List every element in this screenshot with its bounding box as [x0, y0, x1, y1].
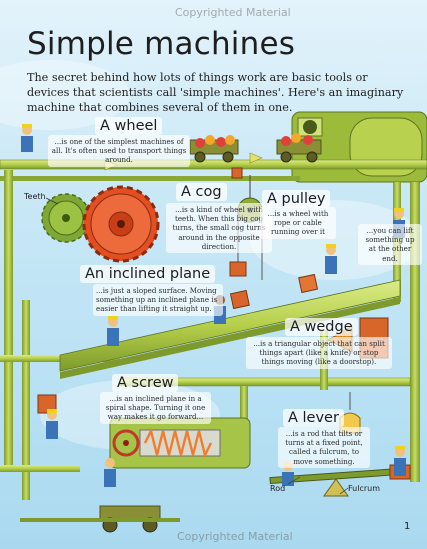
watermark: Copyrighted Material [175, 6, 291, 19]
pulley-description-end: ...you can lift something up at the othe… [358, 224, 422, 265]
worker [394, 446, 406, 476]
cart [20, 505, 180, 533]
worker [325, 244, 337, 274]
inclined-plane [59, 273, 401, 379]
screw-heading: A screw [112, 374, 179, 392]
wedge-description: ...is a triangular object that can split… [246, 337, 392, 369]
small-cog [41, 193, 91, 243]
fulcrum-label: Fulcrum [348, 484, 381, 493]
wedge-heading: A wedge [285, 318, 358, 336]
wheel-heading: A wheel [95, 117, 163, 135]
crate [231, 167, 243, 179]
cog-heading: A cog [176, 183, 227, 201]
inclined-plane-heading: An inclined plane [80, 265, 216, 283]
pulley-heading: A pulley [262, 190, 331, 208]
worker [104, 458, 116, 487]
lever-description: ...is a rod that tilts or turns at a fix… [278, 427, 370, 468]
lever-heading: A lever [283, 409, 344, 427]
page-number: 1 [404, 521, 411, 532]
screw-description: ...is an inclined plane in a spiral shap… [100, 392, 211, 424]
wagon [276, 133, 322, 163]
intro-paragraph: The secret behind how lots of things wor… [27, 71, 404, 114]
wheel-description: ...is one of the simplest machines of al… [48, 135, 190, 167]
page-title: Simple machines [27, 26, 296, 62]
rod-label: Rod [270, 484, 286, 493]
cog-description: ...is a kind of wheel with teeth. When t… [166, 203, 272, 254]
wagon [189, 135, 239, 163]
worker [46, 409, 58, 439]
watermark: Copyrighted Material [177, 530, 293, 543]
screw [109, 417, 251, 469]
worker [21, 124, 33, 152]
pulley-description: ...is a wheel with rope or cable running… [260, 207, 336, 239]
teeth-label: Teeth [24, 192, 46, 201]
worker [107, 316, 119, 346]
big-cog [82, 185, 160, 263]
inclined-plane-description: ...is just a sloped surface. Moving some… [93, 284, 223, 316]
